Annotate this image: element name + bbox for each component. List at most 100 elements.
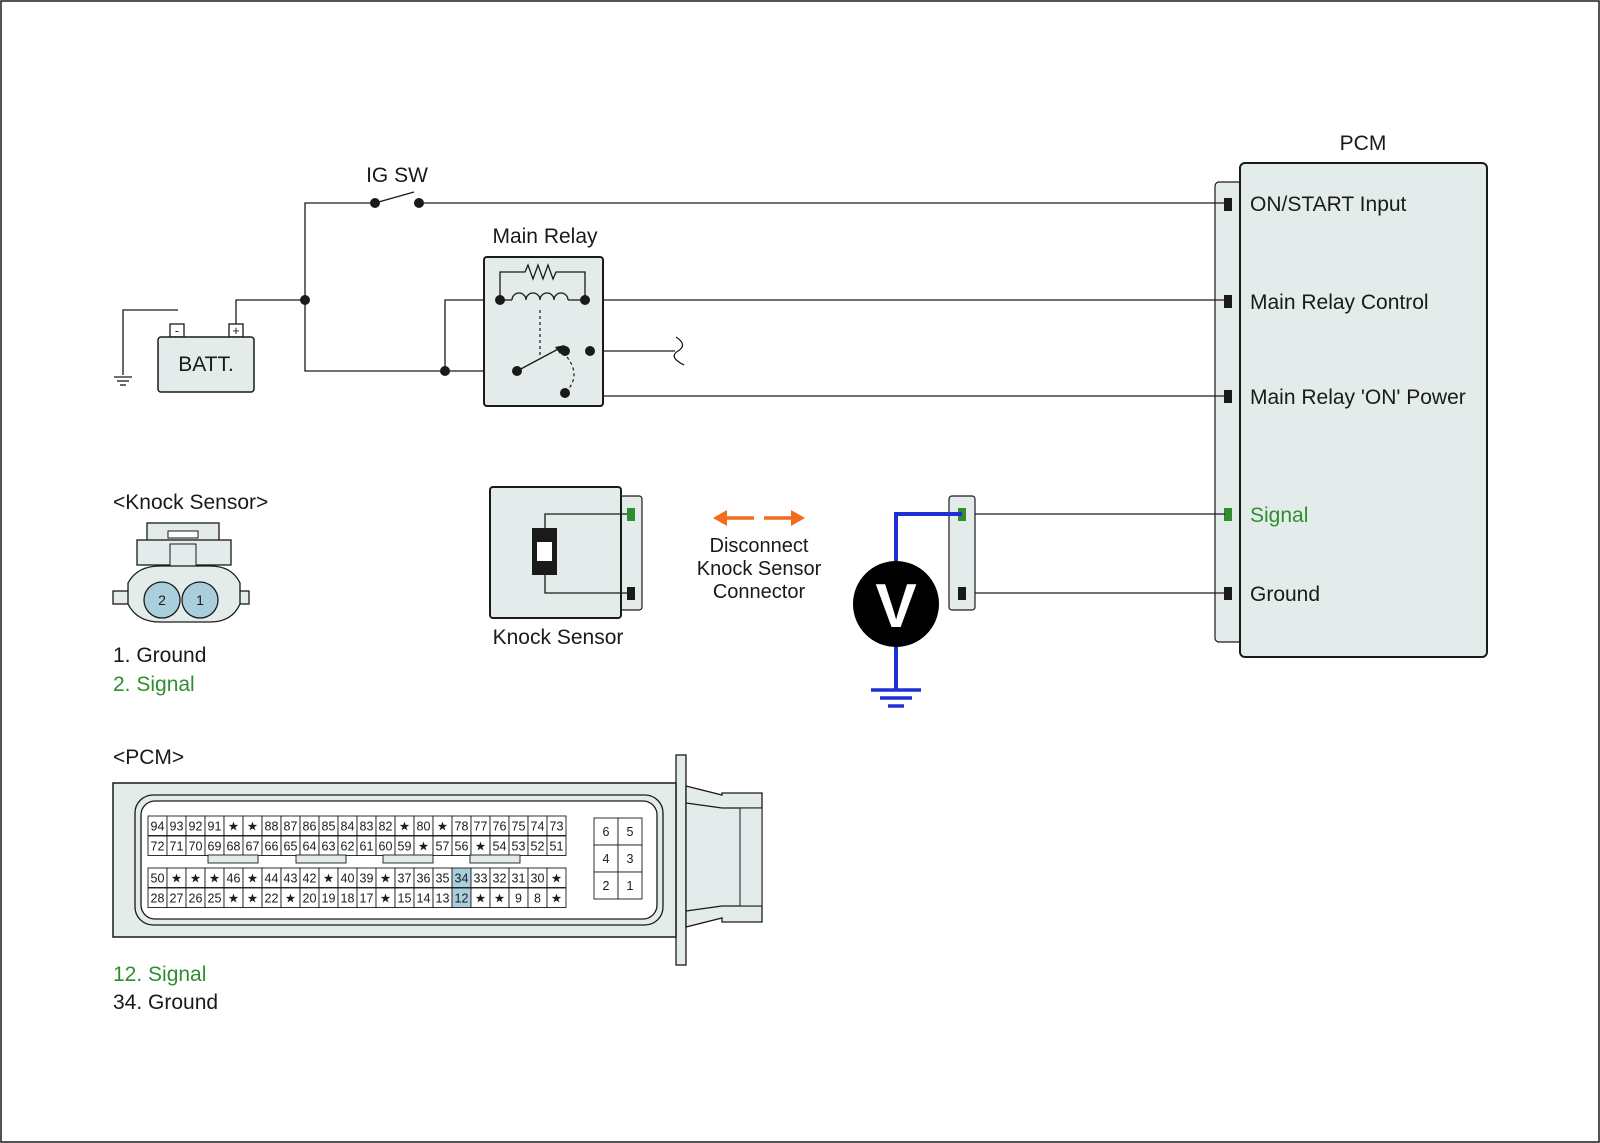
disconnect-note-line: Disconnect xyxy=(710,535,809,557)
pcm-pin-label: 88 xyxy=(265,819,279,833)
pcm-pin xyxy=(546,815,567,836)
pcm-pin-label: 14 xyxy=(417,891,431,905)
pcm-pin-label: 77 xyxy=(474,819,488,833)
pcm-pin-label: 78 xyxy=(455,819,469,833)
pcm-pin-label: 70 xyxy=(189,839,203,853)
pcm-pin-label: ★ xyxy=(247,819,258,833)
pcm-connector-key-bar xyxy=(382,854,434,864)
pcm-pin-label: ★ xyxy=(475,839,486,853)
pcm-connector-strip xyxy=(1214,181,1243,643)
pcm-pin-label: 68 xyxy=(227,839,241,853)
plug-rear xyxy=(739,807,763,907)
pcm-pin xyxy=(546,867,567,888)
pcm-pin-label: 12 xyxy=(455,891,469,905)
relay-switch-arm xyxy=(516,346,563,372)
pcm-pin-label: ★ xyxy=(437,819,448,833)
pcm-pin-label: 72 xyxy=(151,839,165,853)
pcm-pin-label: 26 xyxy=(189,891,203,905)
pcm-pin-label: ★ xyxy=(380,891,391,905)
pcm-pin-label: 67 xyxy=(246,839,260,853)
pcm-pin-label: 54 xyxy=(493,839,507,853)
pcm-pin-label: 92 xyxy=(189,819,203,833)
pcm-pin-label: 83 xyxy=(360,819,374,833)
pcm-pin-label: 25 xyxy=(208,891,222,905)
pcm-pin-label: 18 xyxy=(341,891,355,905)
pcm-pin-label: 9 xyxy=(515,891,522,905)
harness-ground-pin xyxy=(958,587,966,600)
pcm-terminal-pin xyxy=(1224,295,1232,308)
pcm-terminal-pin xyxy=(1224,587,1232,600)
pcm-pin-label: 53 xyxy=(512,839,526,853)
pcm-pin-label: 50 xyxy=(151,871,165,885)
connector-pin-1-number: 1 xyxy=(196,592,204,608)
pcm-aux-pin-label: 1 xyxy=(627,879,634,893)
pcm-pin-label: ★ xyxy=(494,891,505,905)
pcm-connector-key-bar xyxy=(295,854,347,864)
knock-sensor-ground-pin xyxy=(627,587,635,600)
battery-positive-wire xyxy=(235,299,305,324)
pcm-pin-label: 52 xyxy=(531,839,545,853)
pcm-pin-label: 19 xyxy=(322,891,336,905)
battery-minus-sign: - xyxy=(175,324,179,338)
relay-switch-travel xyxy=(566,356,575,392)
pcm-terminal-pin xyxy=(1224,508,1232,521)
pcm-pin-label: 13 xyxy=(436,891,450,905)
pcm-pin xyxy=(546,835,567,856)
pcm-pin-label: 91 xyxy=(208,819,222,833)
pcm-pin-label: 85 xyxy=(322,819,336,833)
pcm-terminal-main-relay-on-power: Main Relay 'ON' Power xyxy=(1250,386,1466,409)
pcm-terminal-pin xyxy=(1224,390,1232,403)
relay-coil-terminal xyxy=(580,295,590,305)
pcm-connector-key-bar xyxy=(207,854,259,864)
pcm-aux-pin xyxy=(617,844,643,873)
pcm-pin-label: ★ xyxy=(551,871,562,885)
pcm-pin-label: 28 xyxy=(151,891,165,905)
pcm-pin-label: 44 xyxy=(265,871,279,885)
relay-coil xyxy=(511,292,569,301)
ig-switch-contact xyxy=(414,198,424,208)
pcm-aux-pin xyxy=(593,871,619,900)
battery: - + BATT. xyxy=(157,323,255,393)
pcm-pin-label: ★ xyxy=(228,819,239,833)
pcm-pin-label: 46 xyxy=(227,871,241,885)
pcm-connector-title: <PCM> xyxy=(113,746,184,769)
pcm-pin-label: ★ xyxy=(399,819,410,833)
knock-legend-ground: 1. Ground xyxy=(113,644,206,667)
plug-edge xyxy=(685,802,723,809)
pcm-terminal-ground: Ground xyxy=(1250,583,1320,606)
pcm-pin-label: 71 xyxy=(170,839,184,853)
pcm-pin-label: 93 xyxy=(170,819,184,833)
pcm-pin-label: ★ xyxy=(551,891,562,905)
wire-break-symbol xyxy=(673,336,685,366)
relay-resistor xyxy=(499,263,586,300)
connector-key xyxy=(169,543,197,569)
ig-switch: IG SW xyxy=(366,164,428,208)
pcm-terminal-main-relay-control: Main Relay Control xyxy=(1250,291,1429,314)
pcm-pin-label: 57 xyxy=(436,839,450,853)
pcm-aux-pin xyxy=(617,871,643,900)
pcm-pin-label: 27 xyxy=(170,891,184,905)
pcm-pin-label: 56 xyxy=(455,839,469,853)
connector-pin-1 xyxy=(181,581,219,619)
knock-sensor-connector-title: <Knock Sensor> xyxy=(113,491,268,514)
main-relay: Main Relay xyxy=(483,225,604,407)
pcm-pin-label: 15 xyxy=(398,891,412,905)
ig-switch-blade xyxy=(374,191,415,204)
pcm-pin-label: ★ xyxy=(285,891,296,905)
main-relay-label: Main Relay xyxy=(492,225,598,248)
knock-sensor-label: Knock Sensor xyxy=(493,626,624,649)
pcm-terminal-on-start-input: ON/START Input xyxy=(1250,193,1407,216)
pcm-terminal-signal: Signal xyxy=(1250,504,1308,527)
pcm-pin-label: 30 xyxy=(531,871,545,885)
disconnect-note-line: Knock Sensor xyxy=(697,558,822,580)
pcm-pin-label: 37 xyxy=(398,871,412,885)
pcm-pin-label: 39 xyxy=(360,871,374,885)
pcm-pin-label: 63 xyxy=(322,839,336,853)
pcm-pin-label: 86 xyxy=(303,819,317,833)
pcm-pin-label: 74 xyxy=(531,819,545,833)
pcm-aux-pin xyxy=(617,817,643,846)
pcm-pin-label: 35 xyxy=(436,871,450,885)
battery-body xyxy=(157,336,255,393)
knock-legend-signal: 2. Signal xyxy=(113,673,195,696)
